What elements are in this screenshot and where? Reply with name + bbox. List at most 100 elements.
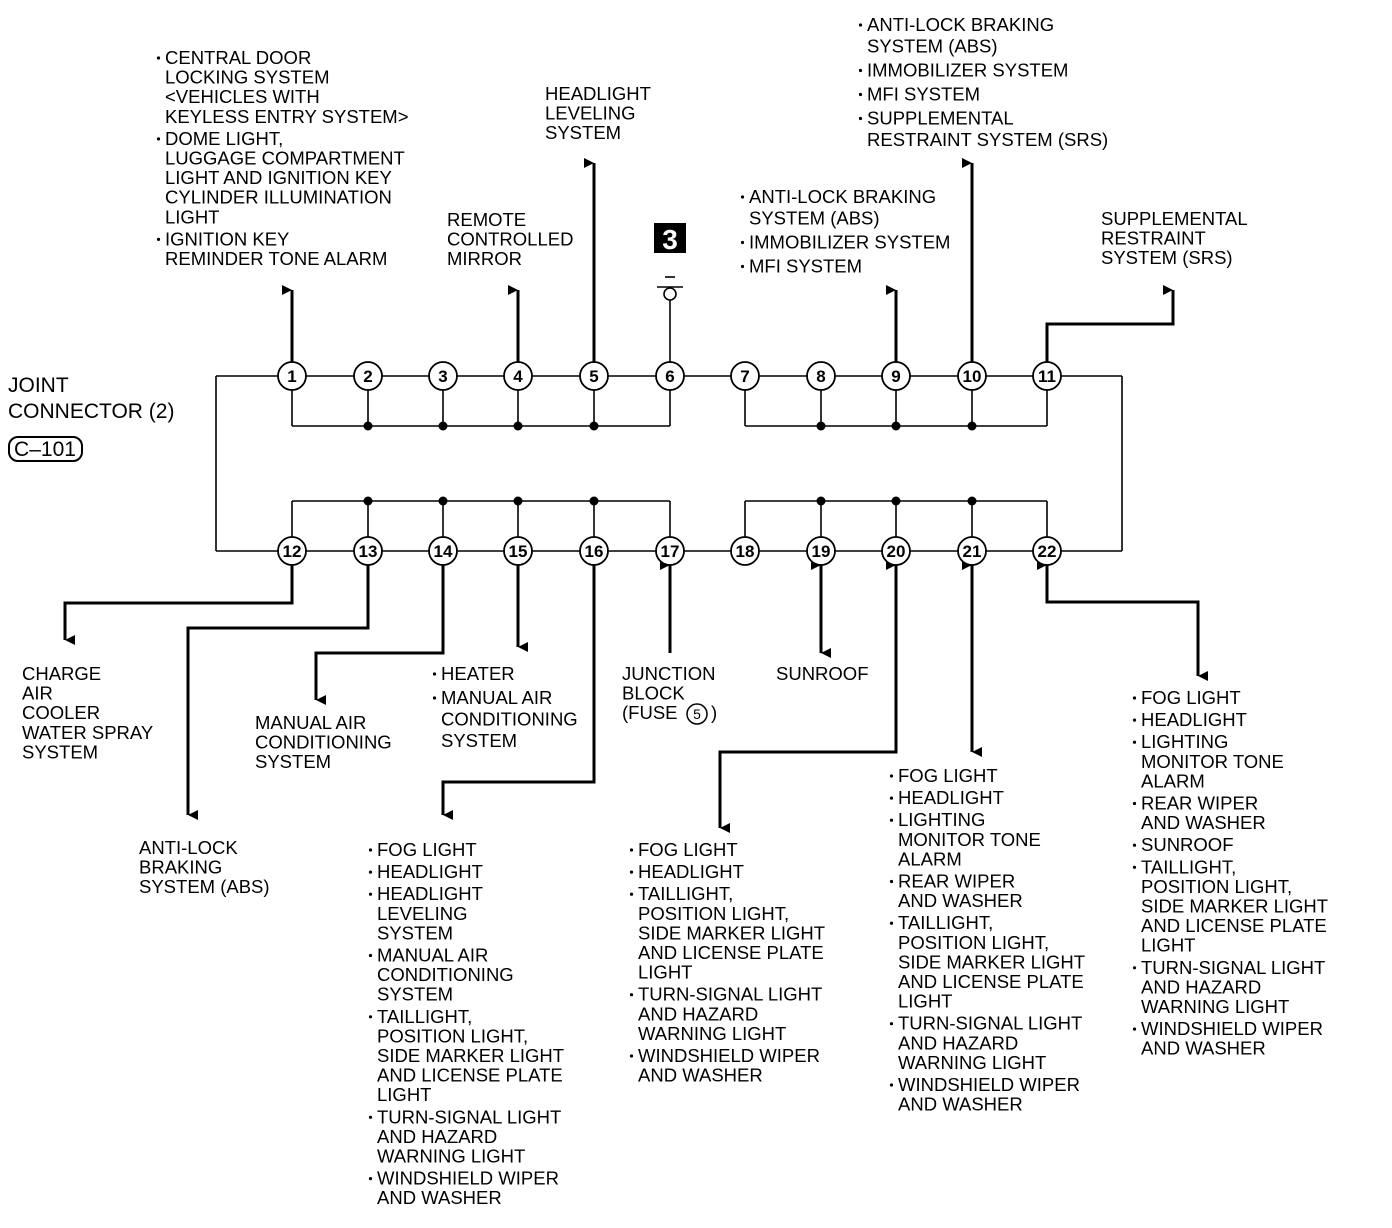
label-line: AND WASHER: [898, 890, 1023, 911]
label-line: REAR WIPER: [898, 871, 1015, 892]
pin-3: 3: [428, 361, 458, 391]
label-group-p16: FOG LIGHTHEADLIGHTHEADLIGHTLEVELINGSYSTE…: [368, 839, 564, 1208]
bullet-dot: [889, 1022, 894, 1026]
pin-number: 10: [963, 367, 982, 386]
pin-1: 1: [277, 361, 307, 391]
label-line: SYSTEM: [22, 741, 98, 762]
label-line: MFI SYSTEM: [867, 84, 980, 105]
pin-number: 17: [661, 542, 680, 561]
label-line: SYSTEM: [377, 984, 453, 1005]
bullet-dot: [629, 993, 634, 997]
label-line: SYSTEM: [377, 922, 453, 943]
label-line: AND LICENSE PLATE: [638, 942, 824, 963]
bullet-dot: [368, 870, 373, 874]
ground-symbol: 3: [654, 223, 686, 362]
label-group-p19: SUNROOF: [776, 663, 869, 684]
label-line: ALARM: [898, 848, 962, 869]
bullet-dot: [1132, 740, 1137, 744]
label-line: TURN-SIGNAL LIGHT: [377, 1106, 561, 1127]
pin-20: 20: [881, 536, 911, 566]
label-line: AND LICENSE PLATE: [898, 971, 1084, 992]
label-line: IGNITION KEY: [165, 228, 289, 249]
label-line: SUPPLEMENTAL: [867, 108, 1014, 129]
ground-badge-number: 3: [662, 224, 678, 255]
label-line: POSITION LIGHT,: [898, 932, 1049, 953]
label-line: MIRROR: [447, 248, 522, 269]
label-line: ANTI-LOCK BRAKING: [749, 186, 936, 207]
label-line: MANUAL AIR: [255, 712, 366, 733]
bullet-dot: [858, 116, 863, 121]
label-line: POSITION LIGHT,: [638, 903, 789, 924]
connector-code-frame: [8, 436, 83, 462]
bullet-dot: [889, 879, 894, 884]
pin-2: 2: [353, 361, 383, 391]
label-line: CYLINDER ILLUMINATION: [165, 187, 392, 208]
label-line: SYSTEM: [545, 122, 621, 143]
pin-11: 11: [1032, 361, 1062, 391]
label-line: CONTROLLED: [447, 229, 573, 250]
pin-number: 5: [589, 367, 598, 386]
label-line: REAR WIPER: [1141, 793, 1258, 814]
label-line: WARNING LIGHT: [1141, 996, 1289, 1017]
label-line: BLOCK: [622, 683, 685, 704]
pin-number: 21: [963, 542, 982, 561]
label-line: SUPPLEMENTAL: [1101, 208, 1248, 229]
pin-number: 16: [585, 542, 604, 561]
pin-14: 14: [428, 536, 458, 566]
bullet-dot: [368, 1115, 373, 1119]
pin-17: 17: [655, 536, 685, 566]
label-line: LIGHTING: [1141, 731, 1228, 752]
label-line: SUNROOF: [776, 663, 869, 684]
label-line: IMMOBILIZER SYSTEM: [867, 60, 1068, 81]
bullet-dot: [368, 892, 373, 896]
label-line: LIGHT: [1141, 935, 1195, 956]
pin-5: 5: [579, 361, 609, 391]
label-line: AND HAZARD: [1141, 976, 1261, 997]
pin-number: 15: [509, 542, 528, 561]
pin-6: 6: [655, 361, 685, 391]
label-line: CONDITIONING: [441, 709, 578, 730]
pin-number: 20: [887, 542, 906, 561]
pin-19: 19: [806, 536, 836, 566]
bullet-dot: [368, 1015, 373, 1019]
label-line: AND LICENSE PLATE: [1141, 915, 1327, 936]
pin-number: 18: [736, 542, 755, 561]
bullet-dot: [629, 870, 634, 874]
label-line: LEVELING: [377, 903, 468, 924]
label-line: TAILLIGHT,: [1141, 856, 1236, 877]
pin-4: 4: [503, 361, 533, 391]
label-line: HEADLIGHT: [898, 787, 1004, 808]
label-line: WARNING LIGHT: [638, 1023, 786, 1044]
bullet-dot: [740, 240, 745, 245]
pin-number: 3: [438, 367, 447, 386]
bullet-dot: [889, 796, 894, 800]
bullet-dot: [1132, 843, 1137, 847]
label-line: AND WASHER: [638, 1065, 763, 1086]
label-line: CENTRAL DOOR: [165, 47, 311, 68]
wire-pin16-to-lighting: [441, 565, 596, 820]
fuse-reference: 5: [686, 703, 708, 725]
label-line: SYSTEM (ABS): [139, 876, 270, 897]
label-line: FOG LIGHT: [638, 839, 738, 860]
wire-pin20-lighting: [718, 560, 898, 833]
pin-22: 22: [1032, 536, 1062, 566]
fuse-number: 5: [693, 706, 701, 722]
pin-number: 14: [434, 542, 453, 561]
pin-number: 22: [1038, 542, 1057, 561]
label-line: POSITION LIGHT,: [377, 1025, 528, 1046]
label-line: MONITOR TONE: [1141, 751, 1284, 772]
label-line: LIGHT: [377, 1084, 431, 1105]
label-line: LIGHT: [165, 206, 219, 227]
label-line: ALARM: [1141, 770, 1205, 791]
bullet-dot: [1132, 801, 1137, 806]
label-line: MFI SYSTEM: [749, 256, 862, 277]
pin-number: 9: [891, 367, 900, 386]
